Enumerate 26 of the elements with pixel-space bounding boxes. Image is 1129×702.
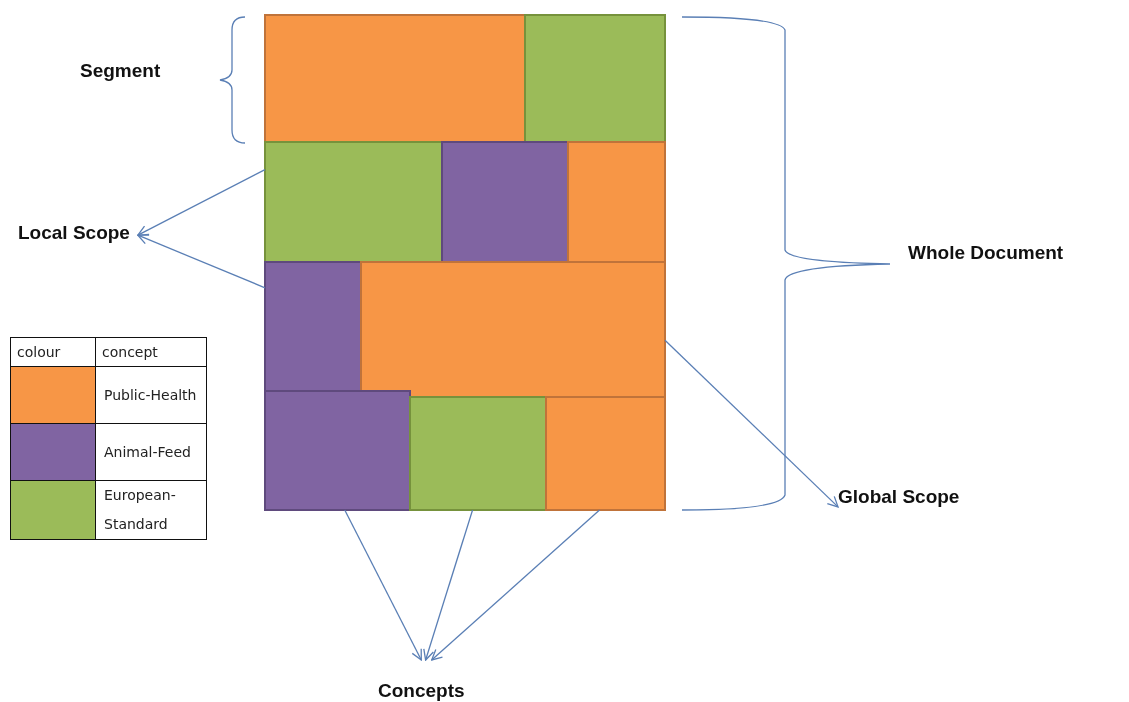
text-label: Whole Document — [908, 242, 1064, 264]
concept-block — [409, 396, 547, 511]
legend-label: Public-Health — [95, 366, 207, 424]
table-header: colour — [10, 337, 96, 367]
concept-block — [545, 396, 666, 511]
concept-block — [264, 261, 362, 392]
arrow — [137, 168, 266, 236]
arrow — [664, 339, 839, 508]
concept-block — [264, 14, 526, 143]
text-label: Segment — [80, 60, 161, 82]
legend-label: Animal-Feed — [95, 423, 207, 481]
text-label: Global Scope — [838, 486, 960, 508]
concept-block — [441, 141, 569, 263]
text-label: Concepts — [378, 680, 465, 702]
arrow — [344, 509, 422, 661]
legend-label: European-Standard — [95, 480, 207, 540]
concept-block — [264, 390, 411, 511]
arrow — [137, 233, 266, 289]
concept-block — [264, 141, 443, 263]
concept-block — [360, 261, 666, 398]
concept-block — [524, 14, 666, 143]
concept-block — [567, 141, 666, 263]
arrow — [431, 509, 601, 661]
table-header: concept — [95, 337, 207, 367]
arrow — [423, 509, 474, 661]
text-label: Local Scope — [18, 222, 130, 244]
